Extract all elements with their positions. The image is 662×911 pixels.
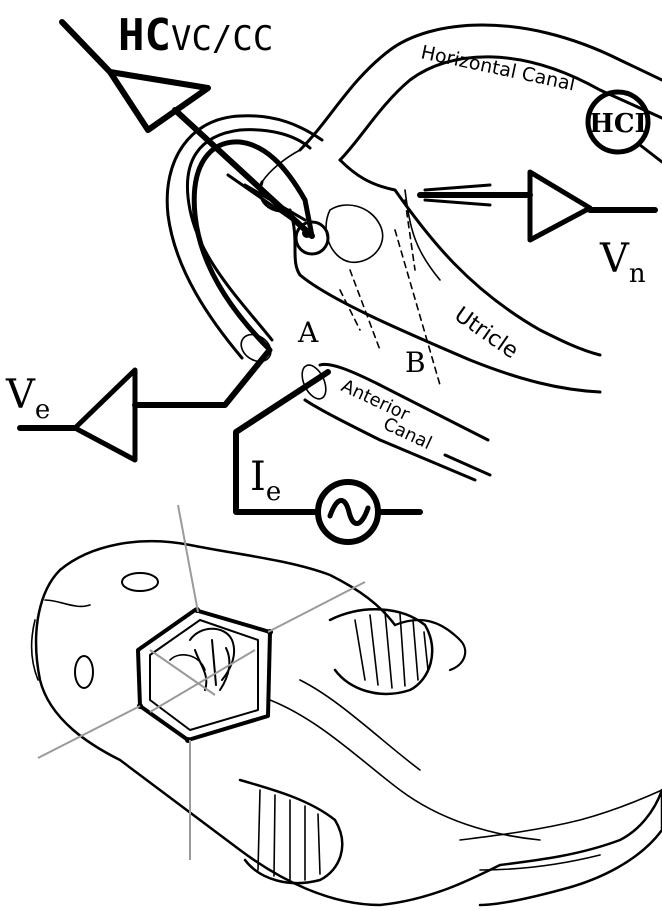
fish-eye-upper	[122, 573, 158, 591]
fish-eye-lower	[75, 656, 93, 688]
right-pectoral-fin	[330, 609, 432, 694]
fish-body-outline	[36, 570, 662, 905]
toadfish-dorsal-view	[32, 505, 662, 905]
left-pectoral-fin	[240, 780, 342, 883]
ve-amplifier	[20, 352, 268, 460]
point-a-label: A	[297, 316, 319, 349]
ve-label-main: V	[5, 372, 36, 418]
vn-label: Vn	[599, 236, 646, 289]
canal-anatomy-panel: Utricle HCVC/CC Horizontal Canal	[5, 10, 662, 542]
electrode-tip-dot	[302, 228, 312, 238]
ve-label: Ve	[5, 372, 50, 425]
vn-amplifier	[420, 172, 655, 240]
horizontal-canal-label: Horizontal Canal	[419, 41, 577, 95]
ie-label-sub: e	[266, 477, 281, 507]
hc-label-sub: VC/CC	[171, 19, 273, 59]
ve-label-sub: e	[35, 395, 50, 425]
hc-label-main: HC	[118, 10, 171, 61]
vn-label-main: V	[599, 236, 630, 282]
canal-label: Canal	[380, 413, 435, 454]
ie-label: Ie	[250, 454, 281, 507]
ie-label-main: I	[250, 454, 266, 500]
hc-label: HCVC/CC	[118, 10, 273, 61]
point-b-label: B	[405, 346, 426, 379]
svg-text:HCI: HCI	[589, 109, 646, 139]
vn-label-sub: n	[629, 259, 646, 289]
